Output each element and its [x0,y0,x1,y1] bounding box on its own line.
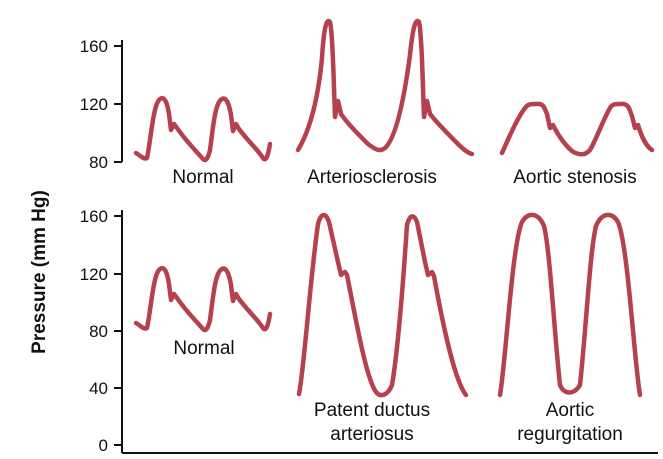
bottom-tick-40: 40 [89,379,108,398]
label-bottom-normal: Normal [173,338,234,359]
y-axis-title: Pressure (mm Hg) [29,190,50,354]
waveform-aortic-stenosis [499,101,655,157]
label-aortic-stenosis: Aortic stenosis [513,167,637,188]
label-aortic-regurg-line2: regurgitation [517,424,623,445]
bottom-axis: 160 120 80 40 0 [80,207,658,455]
bottom-tick-80: 80 [89,322,108,341]
top-axis: 160 120 80 [80,37,123,172]
top-tick-120: 120 [80,95,108,114]
waveform-top-normal [133,96,273,163]
bottom-tick-0: 0 [99,436,108,455]
label-patent-ductus-line1: Patent ductus [314,400,430,421]
label-aortic-regurg-line1: Aortic [546,400,595,421]
waveform-arteriosclerosis [295,18,475,157]
waveform-bottom-normal [133,266,273,333]
label-top-normal: Normal [172,167,233,188]
waveform-labels: Normal Arteriosclerosis Aortic stenosis … [172,167,636,445]
label-patent-ductus-line2: arteriosus [330,424,413,445]
waveform-patent-ductus-arteriosus [296,212,469,398]
waveform-aortic-regurgitation [497,212,643,398]
label-arteriosclerosis: Arteriosclerosis [307,167,437,188]
bottom-tick-160: 160 [80,207,108,226]
waveforms [133,18,655,398]
bottom-tick-120: 120 [80,265,108,284]
top-tick-160: 160 [80,37,108,56]
top-tick-80: 80 [89,153,108,172]
